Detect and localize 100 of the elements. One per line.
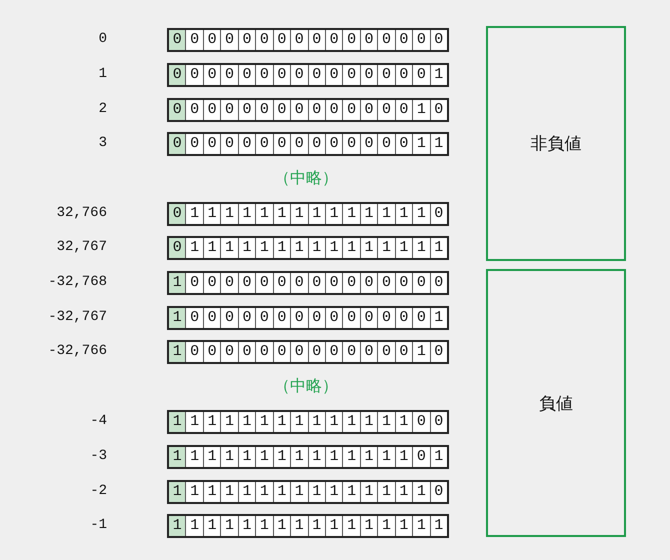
bit-cell: 1: [377, 412, 395, 432]
bit-cell: 0: [394, 65, 412, 85]
range-box: [486, 269, 626, 537]
bit-cell: 0: [324, 308, 342, 328]
bit-cell: 0: [377, 65, 395, 85]
bit-cell: 1: [308, 204, 325, 224]
bit-cell: 1: [238, 516, 256, 536]
bit-cell: 0: [412, 447, 430, 467]
sign-bit-cell: 1: [169, 412, 186, 432]
bit-register: [167, 132, 449, 156]
bit-cell: 1: [360, 482, 378, 502]
bit-cell: 1: [412, 342, 430, 362]
decimal-value: 3: [98, 134, 107, 153]
decimal-value: -4: [90, 412, 107, 431]
bit-cell: 1: [308, 412, 325, 432]
bit-cell: 1: [360, 412, 378, 432]
omission-note: （中略）: [273, 168, 339, 188]
bit-cell: 0: [185, 342, 203, 362]
bit-cell: 0: [272, 30, 290, 50]
sign-bit-cell: 1: [169, 273, 186, 293]
sign-bit-cell: 0: [169, 134, 186, 154]
bit-cell: 1: [220, 516, 238, 536]
bit-cell: 0: [412, 65, 430, 85]
bit-cell: 0: [430, 273, 447, 293]
bit-cell: 1: [412, 204, 430, 224]
bit-cell: 1: [360, 204, 378, 224]
bit-cell: 1: [220, 412, 238, 432]
bit-cell: 1: [290, 204, 308, 224]
bit-cell: 1: [342, 516, 360, 536]
bit-cell: 1: [238, 204, 256, 224]
bit-cell: 0: [220, 273, 238, 293]
bit-cell: 0: [324, 273, 342, 293]
bit-cell: 0: [185, 65, 203, 85]
bit-register: [167, 98, 449, 122]
bit-cell: 1: [272, 447, 290, 467]
bit-cell: 0: [220, 342, 238, 362]
bit-cell: 0: [272, 273, 290, 293]
bit-cell: 1: [394, 482, 412, 502]
bit-cell: 0: [360, 65, 378, 85]
bit-cell: 1: [412, 238, 430, 258]
bit-cell: 1: [430, 308, 447, 328]
bit-cell: 0: [272, 65, 290, 85]
bit-cell: 0: [255, 65, 273, 85]
bit-register: [167, 236, 449, 260]
bit-cell: 1: [202, 412, 220, 432]
decimal-value: -32,766: [48, 342, 107, 361]
bit-cell: 1: [308, 447, 325, 467]
bit-register: [167, 271, 449, 295]
decimal-value: -2: [90, 482, 107, 501]
sign-bit-cell: 1: [169, 447, 186, 467]
bit-cell: 0: [394, 308, 412, 328]
bit-cell: 0: [308, 30, 325, 50]
bit-cell: 0: [255, 273, 273, 293]
bit-register: [167, 340, 449, 364]
bit-cell: 0: [377, 30, 395, 50]
bit-cell: 1: [412, 100, 430, 120]
range-label: 負値: [539, 392, 573, 414]
bit-cell: 1: [290, 482, 308, 502]
bit-cell: 0: [202, 273, 220, 293]
bit-cell: 0: [377, 134, 395, 154]
bit-cell: 1: [185, 482, 203, 502]
bit-cell: 0: [290, 100, 308, 120]
decimal-value: 2: [98, 100, 107, 119]
bit-cell: 0: [272, 342, 290, 362]
bit-cell: 0: [377, 100, 395, 120]
bit-cell: 0: [430, 204, 447, 224]
bit-cell: 1: [394, 412, 412, 432]
bit-cell: 0: [238, 100, 256, 120]
bit-cell: 0: [290, 65, 308, 85]
bit-cell: 0: [342, 342, 360, 362]
bit-cell: 1: [238, 482, 256, 502]
bit-cell: 1: [185, 204, 203, 224]
sign-bit-cell: 0: [169, 204, 186, 224]
bit-cell: 0: [308, 308, 325, 328]
bit-cell: 1: [342, 482, 360, 502]
sign-bit-cell: 0: [169, 30, 186, 50]
bit-cell: 1: [394, 204, 412, 224]
bit-cell: 1: [324, 204, 342, 224]
sign-bit-cell: 1: [169, 516, 186, 536]
bit-cell: 0: [202, 342, 220, 362]
bit-cell: 0: [342, 273, 360, 293]
bit-cell: 1: [394, 516, 412, 536]
bit-cell: 1: [377, 204, 395, 224]
bit-cell: 1: [342, 238, 360, 258]
bit-cell: 1: [430, 516, 447, 536]
bit-cell: 0: [360, 342, 378, 362]
decimal-value: -32,768: [48, 273, 107, 292]
bit-cell: 0: [290, 308, 308, 328]
bit-cell: 0: [220, 30, 238, 50]
bit-cell: 1: [272, 482, 290, 502]
bit-cell: 0: [238, 134, 256, 154]
bit-cell: 1: [308, 482, 325, 502]
bit-cell: 0: [324, 65, 342, 85]
bit-cell: 0: [202, 308, 220, 328]
bit-cell: 1: [220, 204, 238, 224]
bit-cell: 0: [308, 100, 325, 120]
bit-cell: 0: [290, 342, 308, 362]
bit-cell: 1: [342, 204, 360, 224]
sign-bit-cell: 1: [169, 308, 186, 328]
bit-cell: 1: [255, 447, 273, 467]
